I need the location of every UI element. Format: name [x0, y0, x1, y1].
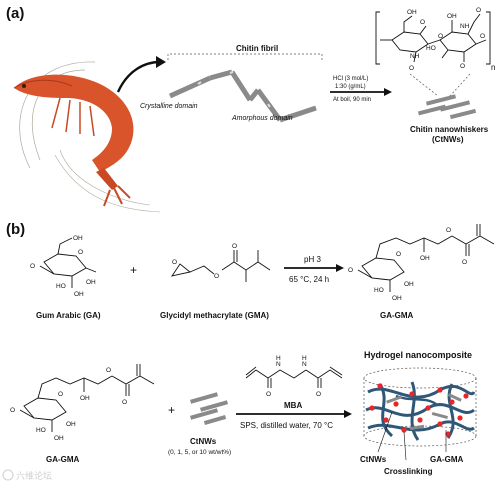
nanowhiskers-label: Chitin nanowhiskers [410, 125, 489, 134]
gagma2-o-1: O [58, 391, 63, 398]
hydrogel-network [363, 367, 477, 447]
gma-structure [171, 250, 271, 282]
ctnws-label: CtNWs [190, 437, 217, 446]
gagma-o-3: O [462, 259, 467, 266]
curved-arrow-icon [116, 56, 166, 93]
ga-o-1: O [78, 249, 83, 256]
mba-structure [245, 366, 343, 388]
ga-label: Gum Arabic (GA) [36, 311, 101, 320]
gma-o-2: O [214, 273, 219, 280]
ga-gma-structure-2 [19, 364, 155, 432]
svg-text:六维论坛: 六维论坛 [16, 470, 52, 481]
leader-ctnws [377, 411, 393, 453]
plus-sign-1: + [130, 263, 137, 277]
ratio-condition: 1:30 (g/mL) [335, 84, 366, 90]
mba-label: MBA [284, 401, 302, 410]
legend-ga-gma: GA-GMA [430, 455, 464, 464]
mba-h-2: H [302, 355, 307, 362]
legend-crosslinking: Crosslinking [384, 467, 433, 476]
shrimp-illustration [13, 61, 161, 213]
repeat-n: n [491, 63, 495, 72]
crystalline-domain-label: Crystalline domain [140, 103, 198, 110]
gagma2-ho-1: HO [36, 427, 46, 434]
leader-crosslink [403, 431, 407, 461]
zoom-line-right [449, 73, 471, 97]
atom-o-6: O [480, 33, 485, 40]
gagma2-o-4: O [10, 407, 15, 414]
gagma2-o-3: O [122, 399, 127, 406]
mba-h-1: H [276, 355, 281, 362]
ga-o-2: O [30, 263, 35, 270]
ph-condition: pH 3 [304, 255, 321, 264]
atom-o-1: O [420, 19, 425, 26]
panel-a-label: (a) [6, 5, 24, 22]
gagma-o-1: O [396, 251, 401, 258]
gagma2-o-2: O [106, 367, 111, 374]
hydrogel-title: Hydrogel nanocomposite [364, 350, 472, 360]
ga-ho-1: HO [56, 283, 66, 290]
gagma-oh-3: OH [404, 281, 414, 288]
gagma2-oh-3: OH [66, 421, 76, 428]
amorphous-domain-label: Amorphous domain [231, 115, 293, 122]
gagma2-oh-2: OH [54, 435, 64, 442]
ga-structure [39, 237, 97, 288]
mba-n-1: N [276, 361, 281, 368]
chitin-fibril [168, 69, 317, 123]
ga-oh-2: OH [74, 291, 84, 298]
atom-nh-2: NH [460, 23, 470, 30]
boil-condition: At boil, 90 min [333, 97, 371, 103]
arrow-head-icon [344, 410, 352, 418]
legend-ctnws: CtNWs [360, 455, 387, 464]
gma-o-3: O [232, 243, 237, 250]
ga-gma-structure [357, 224, 495, 292]
panel-b-label: (b) [6, 221, 25, 238]
zoom-line-left [409, 73, 439, 97]
mba-n-2: N [302, 361, 307, 368]
ga-oh-1: OH [73, 235, 83, 242]
gagma2-label: GA-GMA [46, 455, 80, 464]
sps-condition: SPS, distilled water, 70 °C [240, 421, 333, 430]
chitin-structure [375, 11, 491, 65]
gagma-oh-2: OH [392, 295, 402, 302]
ctnws-amount: (0, 1, 5, or 10 wt/wt%) [168, 449, 231, 456]
arrow-head-icon [336, 264, 344, 272]
plus-sign-2: + [168, 403, 175, 417]
ctnws-abbrev: (CtNWs) [432, 135, 464, 144]
mba-o-2: O [316, 391, 321, 398]
fibril-bracket [167, 53, 323, 60]
gagma2-oh-1: OH [80, 395, 90, 402]
gma-label: Glycidyl methacrylate (GMA) [160, 311, 269, 320]
atom-o-4: O [476, 7, 481, 14]
ctnws-rods-icon [189, 392, 229, 425]
gagma-ho-1: HO [374, 287, 384, 294]
mba-o-1: O [266, 391, 271, 398]
atom-ho-1: HO [426, 45, 436, 52]
hcl-condition: HCl (3 mol/L) [333, 76, 368, 82]
atom-oh-2: OH [447, 13, 457, 20]
gagma-label: GA-GMA [380, 311, 414, 320]
gma-o-1: O [172, 259, 177, 266]
nanowhiskers-icon [417, 94, 477, 120]
gagma-o-4: O [348, 267, 353, 274]
watermark: 六维论坛 [2, 469, 52, 481]
atom-o-3: O [438, 33, 443, 40]
chitin-fibril-title: Chitin fibril [236, 44, 278, 53]
atom-nh-1: NH [410, 53, 420, 60]
gagma-oh-1: OH [420, 255, 430, 262]
atom-o-5: O [460, 63, 465, 70]
arrow-head-icon [384, 88, 392, 96]
gagma-o-2: O [446, 227, 451, 234]
atom-o-2: O [409, 65, 414, 72]
temp-condition: 65 °C, 24 h [289, 275, 329, 284]
atom-oh-1: OH [407, 9, 417, 16]
ga-oh-3: OH [86, 279, 96, 286]
